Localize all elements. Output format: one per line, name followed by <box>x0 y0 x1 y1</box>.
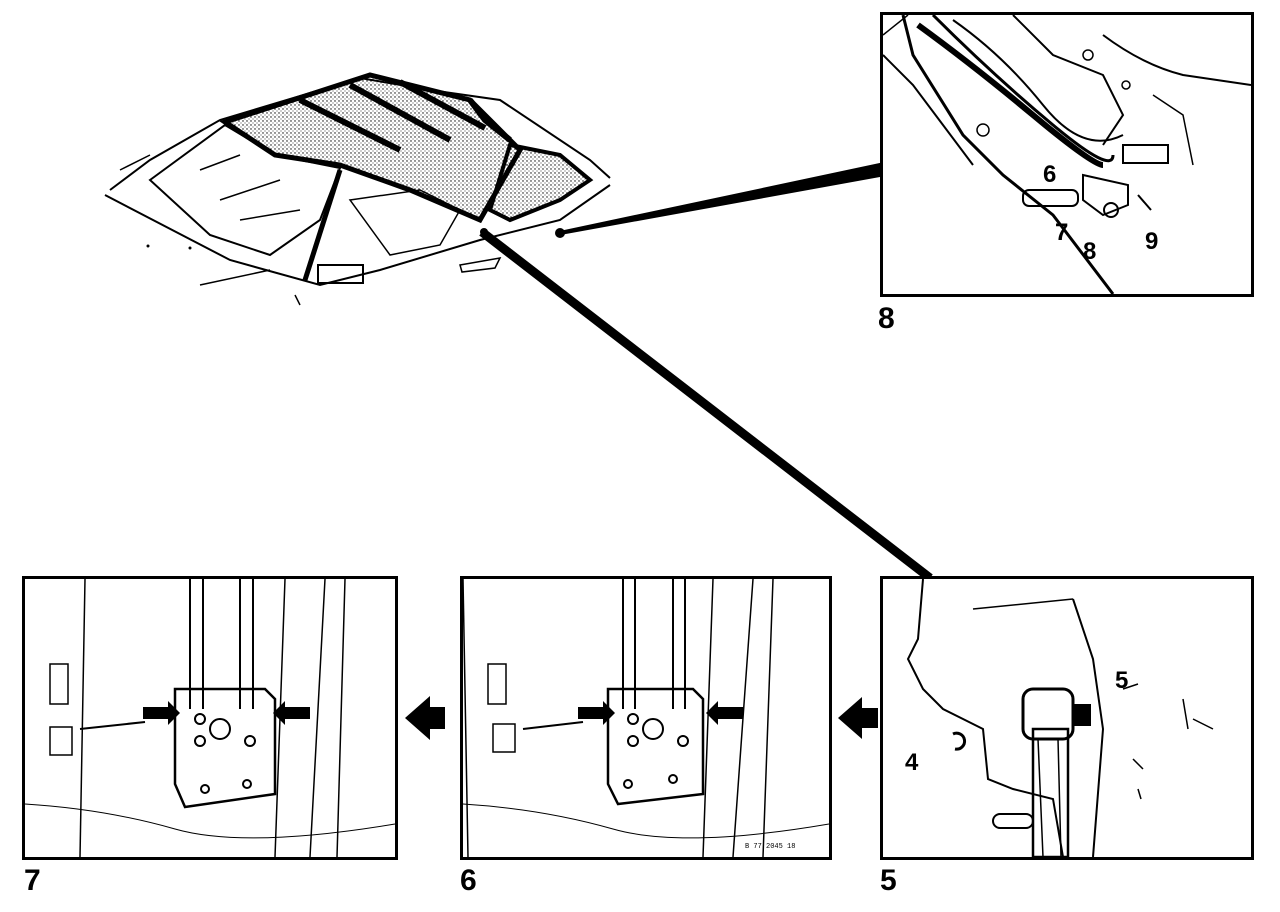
figure-7-number: 7 <box>24 864 41 897</box>
callout-5: 5 <box>1115 667 1129 694</box>
arrow-left-icon <box>838 697 878 739</box>
arrow-left-icon <box>405 696 445 740</box>
figure-8-panel: 6 7 8 9 <box>880 12 1254 297</box>
callout-7: 7 <box>1055 219 1069 246</box>
figure-8-number: 8 <box>878 302 895 335</box>
callout-6: 6 <box>1043 161 1057 188</box>
car-overview-illustration <box>104 72 611 306</box>
figure-5-panel: 4 5 <box>880 576 1254 860</box>
figure-5-number: 5 <box>880 864 897 897</box>
figure-6-number: 6 <box>460 864 477 897</box>
callout-4: 4 <box>905 749 919 776</box>
drawing-code: B 77 2045 18 <box>745 843 796 851</box>
figure-6-panel: B 77 2045 18 <box>460 576 832 860</box>
attachment-point-dot <box>555 228 565 238</box>
callout-9: 9 <box>1145 228 1159 255</box>
figure-7-panel <box>22 576 398 860</box>
callout-8: 8 <box>1083 238 1097 265</box>
